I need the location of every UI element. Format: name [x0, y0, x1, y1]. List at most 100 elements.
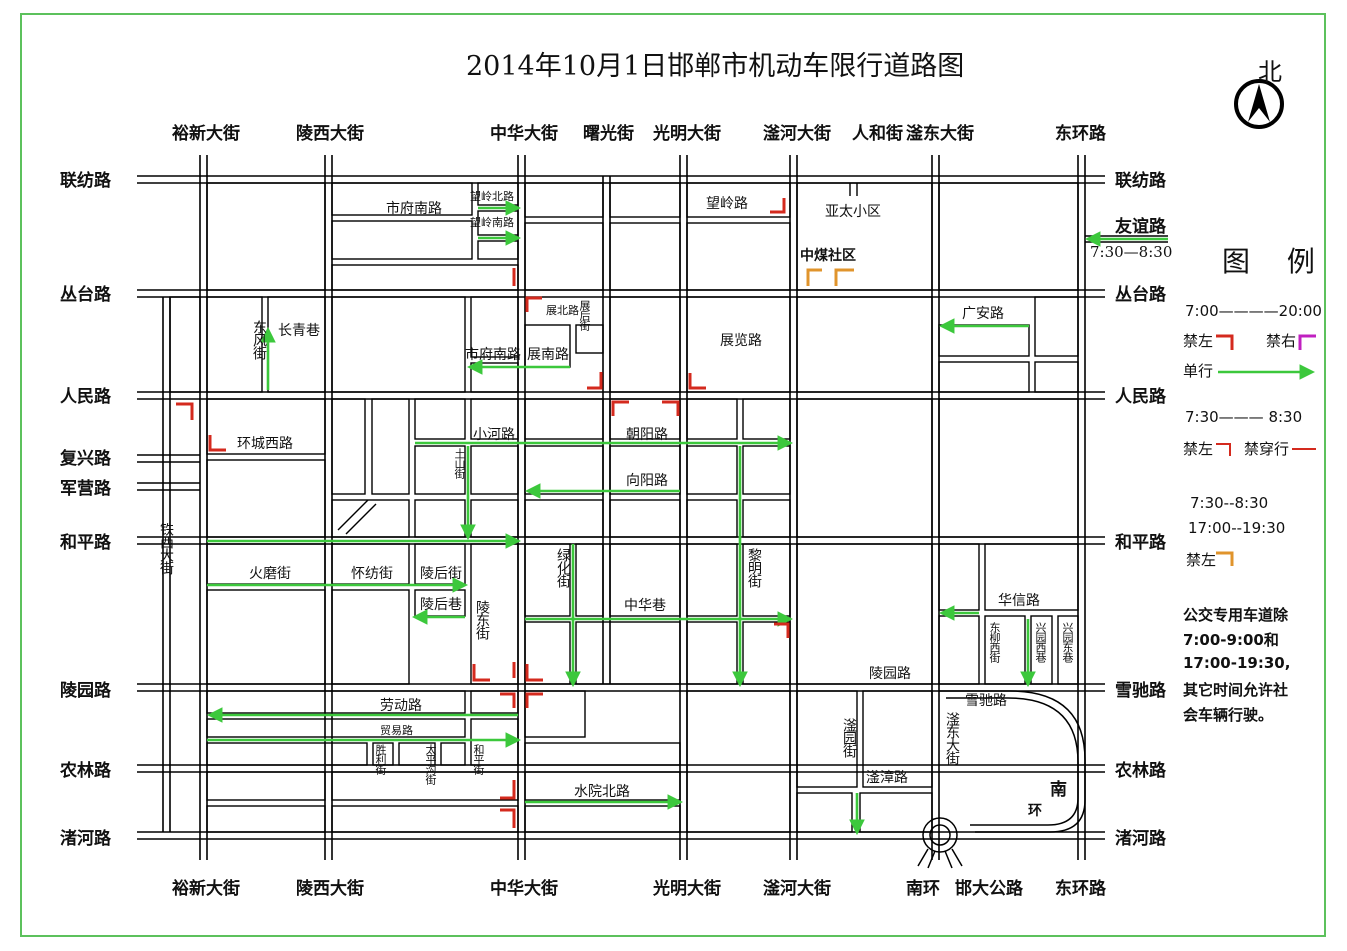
label-nanhuan-2: 环 — [1028, 803, 1042, 819]
road-left-6: 陵园路 — [60, 681, 111, 701]
youyi-time: 7:30—8:30 — [1090, 243, 1173, 261]
road-right-1: 友谊路 — [1115, 217, 1166, 237]
label-xuechi: 雪驰路 — [965, 693, 1007, 709]
legend-ban-left: 禁左 — [1183, 332, 1214, 350]
label-xiaohe: 小河路 — [473, 427, 515, 443]
street-top-5: 滏河大街 — [763, 124, 831, 144]
legend-bus-note-3: 其它时间允许社 — [1183, 681, 1289, 699]
legend-bus-note-4: 会车辆行驶。 — [1183, 706, 1274, 724]
orange-ban-left — [806, 268, 854, 286]
one-way-lines — [206, 200, 1168, 836]
south-ring — [917, 690, 1086, 869]
north-label: 北 — [1258, 58, 1282, 86]
road-left-1: 丛台路 — [60, 285, 111, 305]
label-zhanbei: 展北路 — [546, 304, 579, 317]
label-heping-jie: 和平街 — [472, 744, 485, 774]
label-zhanhou: 展后街 — [578, 300, 591, 330]
north-compass — [1234, 79, 1284, 129]
street-bottom-5: 南环 — [906, 879, 940, 899]
legend-ban-left2: 禁左 — [1183, 440, 1214, 458]
label-zhanlan: 展览路 — [720, 333, 762, 349]
street-bottom-0: 裕新大街 — [172, 879, 240, 899]
map-title: 2014年10月1日邯郸市机动车限行道路图 — [466, 51, 965, 82]
street-top-2: 中华大街 — [490, 124, 558, 144]
label-tushan: 土山街 — [453, 448, 466, 478]
street-bottom-1: 陵西大街 — [296, 879, 364, 899]
street-bottom-6: 邯大公路 — [955, 879, 1023, 899]
label-xingyuan-dong: 兴园东巷 — [1061, 622, 1074, 662]
label-huancheng-xi: 环城西路 — [237, 436, 293, 452]
ban-left-arrows — [176, 198, 790, 828]
label-huaifang: 怀纺街 — [351, 566, 393, 582]
legend-symbols — [1216, 334, 1316, 566]
road-right-6: 农林路 — [1115, 761, 1166, 781]
label-shengli: 胜利街 — [374, 744, 387, 774]
map-frame — [20, 13, 1326, 937]
label-yatai: 亚太小区 — [825, 204, 881, 220]
legend-bus-note-0: 公交专用车道除 — [1183, 606, 1289, 624]
street-bottom-2: 中华大街 — [490, 879, 558, 899]
street-bottom-3: 光明大街 — [653, 879, 721, 899]
label-lingyuan: 陵园路 — [869, 666, 911, 682]
legend-one-way: 单行 — [1183, 362, 1214, 380]
label-fudong-dajie: 滏东大街 — [944, 712, 960, 764]
label-lvhua: 绿化街 — [555, 548, 571, 587]
yatai-access — [849, 183, 858, 196]
label-dongfeng: 东风街 — [251, 320, 267, 359]
label-linghou-xiang: 陵后巷 — [420, 597, 462, 613]
label-fuzhang: 滏漳路 — [866, 770, 908, 786]
label-xiangyang: 向阳路 — [626, 473, 668, 489]
label-fuyuan: 滏园街 — [841, 718, 857, 757]
legend-bus-note-2: 17:00-19:30, — [1183, 654, 1291, 672]
label-huaxin: 华信路 — [998, 593, 1040, 609]
label-nanhuan-1: 南 — [1050, 780, 1067, 800]
street-top-6: 人和街 — [852, 124, 903, 144]
label-taipinggou: 太平沟街 — [424, 744, 437, 784]
street-top-1: 陵西大街 — [296, 124, 364, 144]
label-zhannan: 展南路 — [527, 347, 569, 363]
label-zhonghua-xiang: 中华巷 — [624, 598, 666, 614]
label-linghou-jie: 陵后街 — [420, 566, 462, 582]
label-huomo: 火磨街 — [249, 566, 291, 582]
legend-ban-through: 禁穿行 — [1244, 440, 1290, 458]
label-wangling-nan: 望岭南路 — [470, 216, 514, 229]
legend-period1: 7:00————20:00 — [1185, 302, 1322, 320]
label-guangan: 广安路 — [962, 306, 1004, 322]
label-laodong: 劳动路 — [380, 698, 422, 714]
label-tiexi: 铁西大街 — [158, 522, 174, 574]
street-bottom-4: 滏河大街 — [763, 879, 831, 899]
road-right-0: 联纺路 — [1115, 171, 1166, 191]
legend-period3b: 17:00--19:30 — [1188, 519, 1286, 537]
road-left-2: 人民路 — [60, 387, 111, 407]
street-top-3: 曙光街 — [583, 124, 634, 144]
street-top-4: 光明大街 — [653, 124, 721, 144]
legend-period3a: 7:30--8:30 — [1190, 494, 1269, 512]
road-left-0: 联纺路 — [60, 171, 111, 191]
legend-ban-left3: 禁左 — [1186, 551, 1217, 569]
label-chaoyang: 朝阳路 — [626, 427, 668, 443]
label-maoyi: 贸易路 — [380, 724, 413, 737]
label-lingdong: 陵东街 — [474, 600, 490, 639]
road-left-7: 农林路 — [60, 761, 111, 781]
label-dongliu: 东柳西街 — [988, 622, 1001, 662]
label-wangling-bei: 望岭北路 — [470, 190, 514, 203]
label-changqing: 长青巷 — [278, 323, 320, 339]
road-right-2: 丛台路 — [1115, 285, 1166, 305]
road-left-5: 和平路 — [60, 533, 111, 553]
label-shifu-nan-1: 市府南路 — [386, 201, 442, 217]
road-left-4: 军营路 — [60, 479, 111, 499]
legend-period2: 7:30——— 8:30 — [1185, 408, 1303, 426]
legend-title: 图 例 — [1222, 245, 1329, 278]
road-left-3: 复兴路 — [60, 449, 111, 469]
label-shifu-nan-2: 市府南路 — [465, 347, 521, 363]
street-top-0: 裕新大街 — [172, 124, 240, 144]
road-right-3: 人民路 — [1115, 387, 1166, 407]
diagonal-ramp — [337, 499, 377, 535]
label-xingyuan-xi: 兴园西巷 — [1034, 622, 1047, 662]
label-wangling: 望岭路 — [706, 196, 748, 212]
street-top-7: 滏东大街 — [906, 124, 974, 144]
street-bottom-7: 东环路 — [1055, 879, 1106, 899]
label-shuiyuan: 水院北路 — [574, 784, 630, 800]
legend-ban-right: 禁右 — [1266, 332, 1297, 350]
